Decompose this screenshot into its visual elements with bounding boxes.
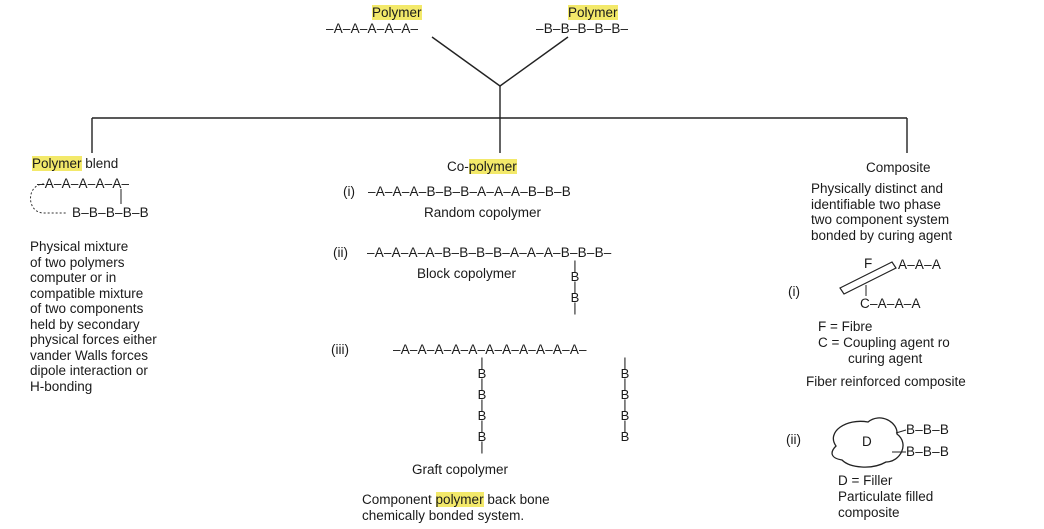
block-copolymer-label: Block copolymer: [417, 266, 517, 281]
fibre-rectangle: [839, 261, 897, 295]
particulate-label-1: Particulate filled: [838, 489, 934, 504]
filler-chain-1: B–B–B: [906, 422, 950, 437]
copolymer-iii-label: (iii): [331, 342, 349, 357]
copolymer-ii-label: (ii): [333, 245, 348, 260]
block-chain: –A–A–A–A–B–B–B–B–A–A–A–B–B–B–: [367, 245, 612, 260]
blend-chain-b: B–B–B–B–B: [72, 205, 149, 220]
copolymer-title: Co-polymer: [447, 159, 517, 174]
filler-definition: D = Filler: [838, 473, 893, 488]
top-right-chain: –B–B–B–B–B–: [536, 21, 629, 36]
particulate-label-2: composite: [838, 505, 900, 520]
composite-description: Physically distinct and identifiable two…: [811, 181, 953, 243]
fibre-definition: F = Fibre: [818, 319, 873, 334]
graft-branch-right: |B|B|B|B: [620, 355, 630, 444]
fibre-chain: A–A–A: [898, 257, 942, 272]
top-left-title: Polymer: [372, 5, 422, 20]
blend-description: Physical mixture of two polymers compute…: [30, 239, 157, 394]
blend-chain-a: –A–A–A–A–A–: [37, 176, 130, 191]
random-chain: –A–A–A–B–B–B–A–A–A–B–B–B: [368, 184, 571, 199]
composite-i-label: (i): [788, 284, 800, 299]
copolymer-description: Component polymer back bone chemically b…: [362, 492, 550, 523]
blend-dotted-loop: [30, 183, 66, 214]
coupling-chain: C–A–A–A: [860, 296, 921, 311]
blend-title: Polymer blend: [32, 156, 119, 171]
right-merge-line: [499, 36, 569, 87]
filler-chain-2: B–B–B: [906, 444, 950, 459]
top-left-chain: –A–A–A–A–A–: [326, 21, 419, 36]
fiber-reinforced-label: Fiber reinforced composite: [806, 374, 966, 389]
graft-branch-left: |B|B|B|B|: [477, 355, 487, 454]
coupling-definition-2: curing agent: [848, 351, 923, 366]
random-copolymer-label: Random copolymer: [424, 205, 542, 220]
top-right-title: Polymer: [568, 5, 618, 20]
filler-letter: D: [862, 434, 872, 449]
graft-backbone-chain: –A–A–A–A–A–A–A–A–A–A–A–: [393, 342, 587, 357]
composite-ii-label: (ii): [786, 432, 801, 447]
left-merge-line: [431, 36, 501, 87]
block-side-branch: |B|B|: [570, 258, 580, 315]
fibre-letter: F: [864, 256, 873, 271]
graft-copolymer-label: Graft copolymer: [412, 462, 509, 477]
coupling-definition-1: C = Coupling agent ro: [818, 335, 950, 350]
copolymer-i-label: (i): [343, 184, 355, 199]
filler-link-1: [895, 429, 907, 434]
composite-title: Composite: [866, 160, 931, 175]
